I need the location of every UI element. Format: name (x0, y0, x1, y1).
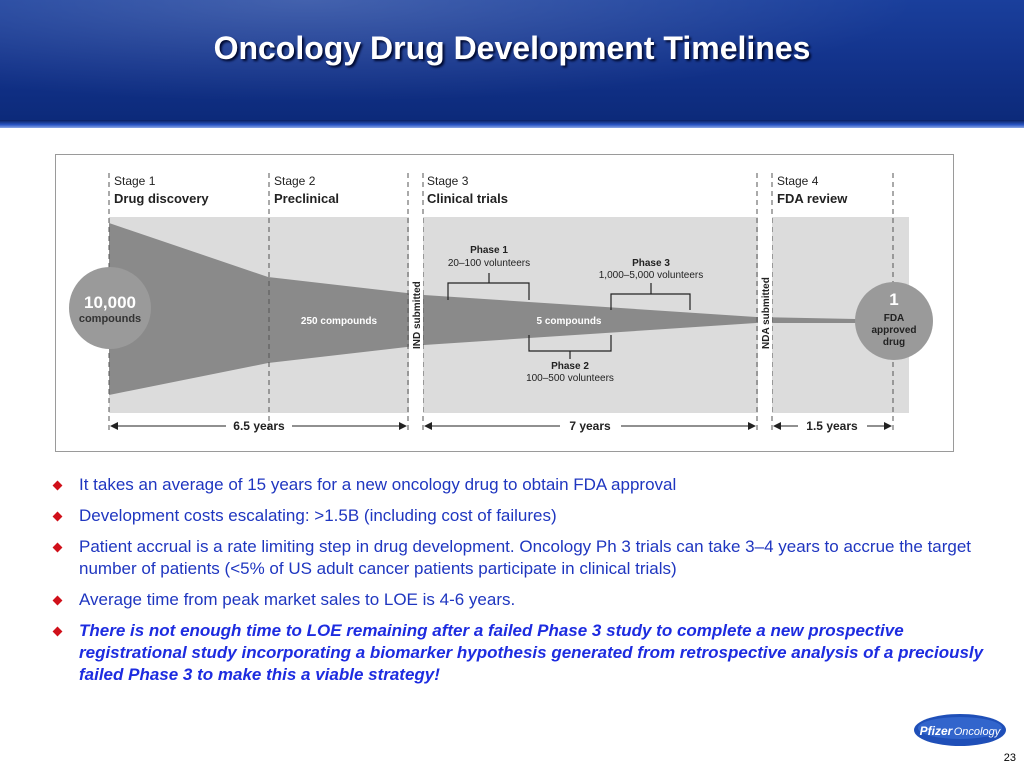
bullet-text: Development costs escalating: >1.5B (inc… (79, 506, 557, 525)
phase-3-name: Phase 3 (632, 258, 670, 269)
stage-1-name: Drug discovery (114, 191, 209, 206)
bullet-text: Average time from peak market sales to L… (79, 590, 516, 609)
stage-1-number: Stage 1 (114, 174, 156, 188)
phase-labels: Phase 1 20–100 volunteers Phase 2 100–50… (448, 245, 703, 384)
nda-submitted-label: NDA submitted (761, 277, 772, 349)
end-circle (855, 282, 933, 360)
end-label-line-1: FDA (884, 313, 905, 324)
stage-4-number: Stage 4 (777, 174, 819, 188)
duration-stage-1-2: 6.5 years (233, 419, 285, 433)
bullet-item: It takes an average of 15 years for a ne… (52, 474, 984, 496)
start-count: 10,000 (84, 293, 136, 312)
bullet-item-emphasis: There is not enough time to LOE remainin… (52, 620, 984, 686)
stage-2-number: Stage 2 (274, 174, 316, 188)
diamond-bullet-icon (52, 480, 63, 491)
diamond-bullet-icon (52, 595, 63, 606)
title-bar-rule (0, 120, 1024, 128)
pfizer-oncology-logo: Pfizer Oncology (914, 714, 1006, 746)
title-bar-sheen (0, 0, 1024, 120)
ind-gap (409, 217, 423, 413)
stage-headers: Stage 1 Drug discovery Stage 2 Preclinic… (114, 174, 848, 206)
bullet-list: It takes an average of 15 years for a ne… (52, 474, 984, 695)
start-circle (69, 267, 151, 349)
bullet-item: Development costs escalating: >1.5B (inc… (52, 505, 984, 527)
clinical-compounds-label: 5 compounds (536, 316, 601, 327)
duration-stage-3: 7 years (569, 419, 611, 433)
stage-3-number: Stage 3 (427, 174, 469, 188)
end-count: 1 (889, 290, 898, 309)
stage-2-name: Preclinical (274, 191, 339, 206)
timeline-diagram: Stage 1 Drug discovery Stage 2 Preclinic… (69, 173, 933, 433)
phase-2-name: Phase 2 (551, 361, 589, 372)
stage-3-name: Clinical trials (427, 191, 508, 206)
bullet-text: Patient accrual is a rate limiting step … (79, 537, 972, 578)
ind-submitted-label: IND submitted (412, 281, 423, 349)
duration-labels: 6.5 years 7 years 1.5 years (233, 419, 858, 433)
bullet-text-emphasis: There is not enough time to LOE remainin… (79, 621, 984, 684)
phase-2-volunteers: 100–500 volunteers (526, 373, 614, 384)
phase-brackets (447, 273, 691, 359)
phase-1-name: Phase 1 (470, 245, 508, 256)
bullet-text: It takes an average of 15 years for a ne… (79, 475, 677, 494)
phase-1-volunteers: 20–100 volunteers (448, 258, 530, 269)
diamond-bullet-icon (52, 511, 63, 522)
slide-title: Oncology Drug Development Timelines (213, 30, 811, 66)
stage-4-name: FDA review (777, 191, 848, 206)
logo-unit: Oncology (954, 726, 1002, 738)
end-label-line-2: approved (871, 325, 916, 336)
compound-funnel (109, 223, 856, 395)
diamond-bullet-icon (52, 626, 63, 637)
logo-brand: Pfizer (920, 724, 954, 738)
logo-oval-highlight (918, 717, 1002, 739)
nda-gap (758, 217, 772, 413)
bullet-item: Patient accrual is a rate limiting step … (52, 536, 984, 580)
bullet-item: Average time from peak market sales to L… (52, 589, 984, 611)
page-number: 23 (1003, 752, 1016, 764)
phase-3-volunteers: 1,000–5,000 volunteers (599, 270, 704, 281)
duration-stage-4: 1.5 years (806, 419, 858, 433)
start-label: compounds (79, 313, 141, 325)
end-label-line-3: drug (883, 337, 905, 348)
diamond-bullet-icon (52, 542, 63, 553)
title-bar (0, 0, 1024, 120)
timeline-figure: Stage 1 Drug discovery Stage 2 Preclinic… (55, 154, 954, 452)
preclinical-compounds-label: 250 compounds (301, 316, 378, 327)
